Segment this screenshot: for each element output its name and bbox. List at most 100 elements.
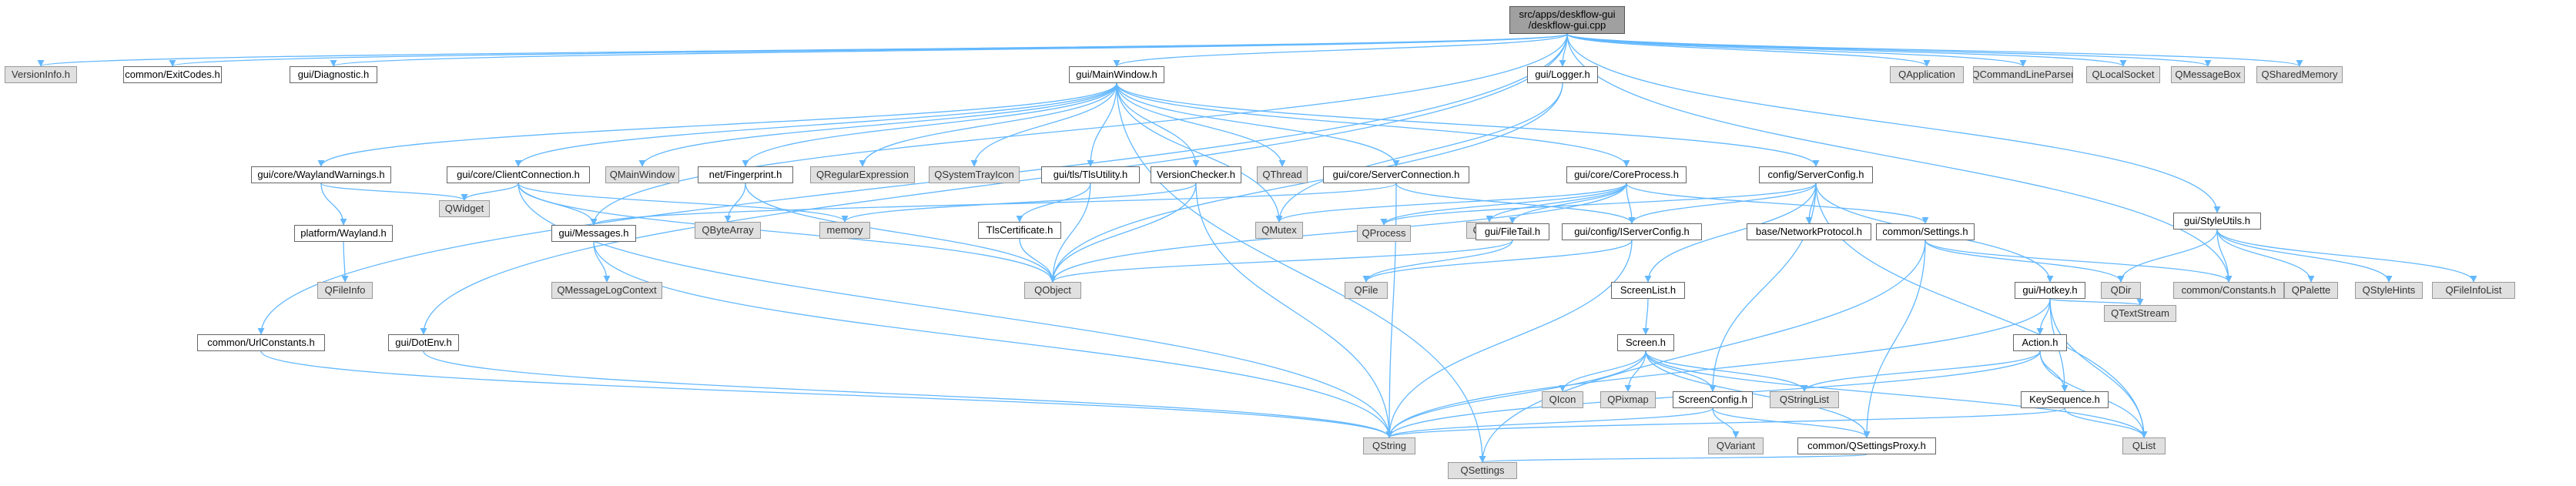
node-qicon: QIcon: [1542, 391, 1583, 408]
node-label: config/ServerConfig.h: [1767, 169, 1864, 180]
node-qstringlist: QStringList: [1770, 391, 1839, 408]
edge-mainwindow-to-qthread: [1116, 82, 1286, 167]
node-qsharedmemory: QSharedMemory: [2256, 66, 2343, 83]
edge-hotkey-to-qlist: [2049, 298, 2148, 438]
node-clientconnection[interactable]: gui/core/ClientConnection.h: [447, 166, 590, 183]
edge-screen-to-qlist: [1645, 350, 2148, 438]
node-messages[interactable]: gui/Messages.h: [551, 225, 636, 242]
node-label: QWidget: [444, 203, 484, 214]
node-memory: memory: [819, 222, 870, 239]
edge-fingerprint-to-qobject: [745, 183, 1057, 283]
node-label: QSettings: [1460, 464, 1505, 476]
node-wayland[interactable]: platform/Wayland.h: [294, 225, 393, 242]
node-label: QPalette: [2291, 284, 2331, 296]
node-label: src/apps/deskflow-gui: [1519, 8, 1616, 20]
node-qregularexpression: QRegularExpression: [810, 166, 915, 183]
edge-settings-to-qsettingsproxy: [1863, 240, 1926, 438]
node-qlist: QList: [2122, 437, 2166, 454]
node-label: QVariant: [1716, 440, 1756, 451]
edge-messages-to-qmessagelogcontext: [593, 241, 611, 283]
node-label: gui/Logger.h: [1535, 69, 1590, 80]
node-label: QMessageLogContext: [557, 284, 657, 296]
edge-serverconnection-to-qstring: [1385, 183, 1397, 438]
node-fingerprint[interactable]: net/Fingerprint.h: [698, 166, 793, 183]
edge-serverconnection-to-messages: [590, 183, 1397, 226]
node-keysequence[interactable]: KeySequence.h: [2021, 391, 2109, 408]
edge-coreprocess-to-qtimer: [1486, 183, 1627, 223]
edge-filetail-to-qobject: [1049, 240, 1513, 283]
node-qsettingsproxy[interactable]: common/QSettingsProxy.h: [1797, 437, 1936, 454]
node-label: gui/Diagnostic.h: [297, 69, 370, 80]
node-qapplication: QApplication: [1890, 66, 1964, 83]
edge-serverconfig-to-qprocess: [1380, 183, 1817, 226]
node-tlscertificate[interactable]: TlsCertificate.h: [978, 222, 1061, 239]
node-label: QFileInfoList: [2445, 284, 2502, 296]
node-screenconfig[interactable]: ScreenConfig.h: [1673, 391, 1753, 408]
node-label: QFileInfo: [324, 284, 366, 296]
edge-keysequence-to-qlist: [2064, 407, 2148, 438]
node-root[interactable]: src/apps/deskflow-gui/deskflow-gui.cpp: [1509, 6, 1625, 34]
node-logger[interactable]: gui/Logger.h: [1527, 66, 1598, 83]
node-qvariant: QVariant: [1708, 437, 1764, 454]
node-waylandwarnings[interactable]: gui/core/WaylandWarnings.h: [251, 166, 391, 183]
node-hotkey[interactable]: gui/Hotkey.h: [2015, 282, 2085, 299]
edge-versionchecker-to-qobject: [1049, 183, 1197, 283]
node-label: QLocalSocket: [2092, 69, 2155, 80]
node-label: gui/StyleUtils.h: [2184, 215, 2250, 226]
edge-hotkey-to-qtextstream: [2049, 298, 2144, 306]
edge-waylandwarnings-to-qwidget: [320, 183, 468, 201]
node-tlsutility[interactable]: gui/tls/TlsUtility.h: [1041, 166, 1140, 183]
node-qthread: QThread: [1257, 166, 1308, 183]
edge-mainwindow-to-qsettings: [1116, 82, 1486, 463]
node-dotenv[interactable]: gui/DotEnv.h: [388, 334, 459, 351]
node-label: gui/core/ClientConnection.h: [457, 169, 580, 180]
edge-root-to-qapplication: [1566, 33, 1931, 67]
edge-hotkey-to-qstring: [1385, 298, 2051, 438]
node-filetail[interactable]: gui/FileTail.h: [1476, 223, 1549, 240]
node-label: ScreenConfig.h: [1678, 394, 1747, 405]
node-label: common/UrlConstants.h: [207, 337, 315, 348]
node-coreprocess[interactable]: gui/core/CoreProcess.h: [1566, 166, 1687, 183]
node-qcommandlineparser: QCommandLineParser: [1973, 66, 2073, 83]
node-versionchecker[interactable]: VersionChecker.h: [1151, 166, 1241, 183]
node-serverconfig[interactable]: config/ServerConfig.h: [1759, 166, 1873, 183]
node-iserverconfig[interactable]: gui/config/IServerConfig.h: [1562, 223, 1702, 240]
node-settings[interactable]: common/Settings.h: [1876, 223, 1975, 240]
node-screen[interactable]: Screen.h: [1617, 334, 1674, 351]
node-qbytearray: QByteArray: [695, 222, 761, 239]
node-action[interactable]: Action.h: [2013, 334, 2067, 351]
edge-serverconfig-to-screenlist: [1644, 183, 1817, 283]
edge-waylandwarnings-to-wayland: [320, 183, 347, 226]
node-label: gui/FileTail.h: [1484, 226, 1541, 237]
edge-serverconfig-to-screenconfig: [1709, 183, 1817, 392]
node-label: common/Constants.h: [2181, 284, 2276, 296]
edge-keysequence-to-qstring: [1385, 407, 2065, 438]
node-mainwindow[interactable]: gui/MainWindow.h: [1069, 66, 1164, 83]
node-qmutex: QMutex: [1255, 222, 1303, 239]
node-qdir: QDir: [2101, 282, 2141, 299]
node-label: gui/core/ServerConnection.h: [1332, 169, 1460, 180]
node-screenlist[interactable]: ScreenList.h: [1611, 282, 1685, 299]
node-qwidget: QWidget: [439, 200, 490, 217]
edge-screenconfig-to-qstring: [1385, 407, 1713, 438]
node-label: gui/config/IServerConfig.h: [1574, 226, 1690, 237]
node-qstylehints: QStyleHints: [2355, 282, 2423, 299]
node-label: QMutex: [1261, 224, 1297, 236]
node-label: Action.h: [2022, 337, 2058, 348]
node-qfileinfo: QFileInfo: [317, 282, 373, 299]
node-label: VersionInfo.h: [12, 69, 70, 80]
node-networkprotocol[interactable]: base/NetworkProtocol.h: [1747, 223, 1871, 240]
node-label: TlsCertificate.h: [986, 224, 1054, 236]
edge-styleutils-to-qstylehints: [2216, 229, 2393, 283]
node-serverconnection[interactable]: gui/core/ServerConnection.h: [1323, 166, 1469, 183]
node-urlconstants[interactable]: common/UrlConstants.h: [197, 334, 325, 351]
node-diagnostic[interactable]: gui/Diagnostic.h: [290, 66, 377, 83]
node-exitcodes[interactable]: common/ExitCodes.h: [123, 66, 222, 83]
edge-fingerprint-to-qbytearray: [724, 183, 746, 223]
node-styleutils[interactable]: gui/StyleUtils.h: [2173, 213, 2261, 230]
edge-clientconnection-to-memory: [518, 183, 849, 223]
edge-coreprocess-to-iserverconfig: [1626, 183, 1636, 224]
node-label: /deskflow-gui.cpp: [1528, 19, 1606, 31]
edge-mainwindow-to-coreprocess: [1116, 82, 1630, 167]
